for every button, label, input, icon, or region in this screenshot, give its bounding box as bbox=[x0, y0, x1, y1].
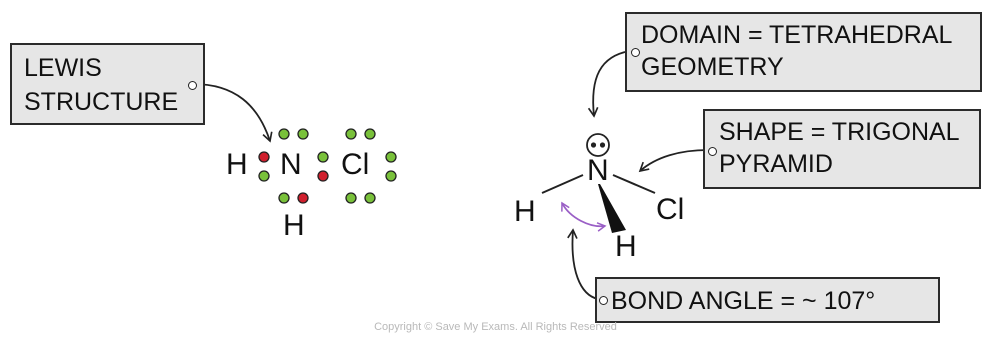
molecule-atom-cl: Cl bbox=[656, 193, 685, 226]
bonding-electron bbox=[258, 151, 270, 163]
tag-hole-icon bbox=[631, 48, 640, 57]
tag-hole-icon bbox=[599, 296, 608, 305]
wedge-bond-n-h-front bbox=[598, 184, 626, 233]
lone-pair-ring bbox=[586, 133, 610, 157]
lewis-atom-h-bottom: H bbox=[283, 209, 305, 242]
copyright-notice: Copyright © Save My Exams. All Rights Re… bbox=[374, 321, 617, 333]
bonding-electron bbox=[317, 151, 329, 163]
bond-angle-arrow bbox=[561, 201, 607, 232]
lone-pair-electron bbox=[297, 128, 309, 140]
bonding-electron bbox=[297, 192, 309, 204]
lone-pair-electron bbox=[345, 128, 357, 140]
lewis-label-line-1: LEWIS bbox=[24, 54, 102, 82]
shape-pointer-arrow bbox=[638, 149, 709, 173]
lone-pair-electron bbox=[278, 128, 290, 140]
tag-hole-icon bbox=[188, 81, 197, 90]
tag-hole-icon bbox=[708, 147, 717, 156]
lewis-pointer-arrow bbox=[192, 83, 273, 143]
molecule-atom-n: N bbox=[587, 154, 609, 187]
lone-pair-electron bbox=[364, 128, 376, 140]
lewis-atom-n: N bbox=[280, 148, 302, 181]
angle-pointer-arrow bbox=[567, 228, 599, 300]
shape-label: SHAPE = TRIGONAL PYRAMID bbox=[703, 109, 981, 189]
molecule-atom-h-left: H bbox=[514, 195, 536, 228]
bond-n-cl bbox=[612, 174, 656, 194]
domain-geometry-label: DOMAIN = TETRAHEDRAL GEOMETRY bbox=[625, 12, 982, 92]
lewis-structure-label: LEWIS STRUCTURE bbox=[10, 43, 205, 125]
lone-pair-electron bbox=[364, 192, 376, 204]
lewis-atom-cl: Cl bbox=[341, 148, 370, 181]
bond-angle-label: BOND ANGLE = ~ 107° bbox=[595, 277, 940, 323]
molecule-atom-h-front: H bbox=[615, 230, 637, 263]
lewis-atom-h-left: H bbox=[226, 148, 248, 181]
lone-pair-electron bbox=[385, 151, 397, 163]
lone-pair-electron bbox=[599, 142, 606, 148]
bonding-electron bbox=[278, 192, 290, 204]
domain-label-line-2: GEOMETRY bbox=[641, 53, 784, 81]
lone-pair-electron bbox=[385, 170, 397, 182]
shape-label-line-2: PYRAMID bbox=[719, 150, 833, 178]
bond-angle-label-text: BOND ANGLE = ~ 107° bbox=[611, 287, 876, 315]
bonding-electron bbox=[258, 170, 270, 182]
shape-label-line-1: SHAPE = TRIGONAL bbox=[719, 118, 960, 146]
lewis-electrons bbox=[258, 128, 397, 204]
bonding-electron bbox=[317, 170, 329, 182]
bond-n-h-left bbox=[541, 174, 584, 194]
lone-pair-electron bbox=[345, 192, 357, 204]
domain-pointer-arrow bbox=[587, 50, 631, 118]
lone-pair-electron bbox=[590, 142, 597, 148]
domain-label-line-1: DOMAIN = TETRAHEDRAL bbox=[641, 21, 953, 49]
lewis-label-line-2: STRUCTURE bbox=[24, 88, 179, 116]
